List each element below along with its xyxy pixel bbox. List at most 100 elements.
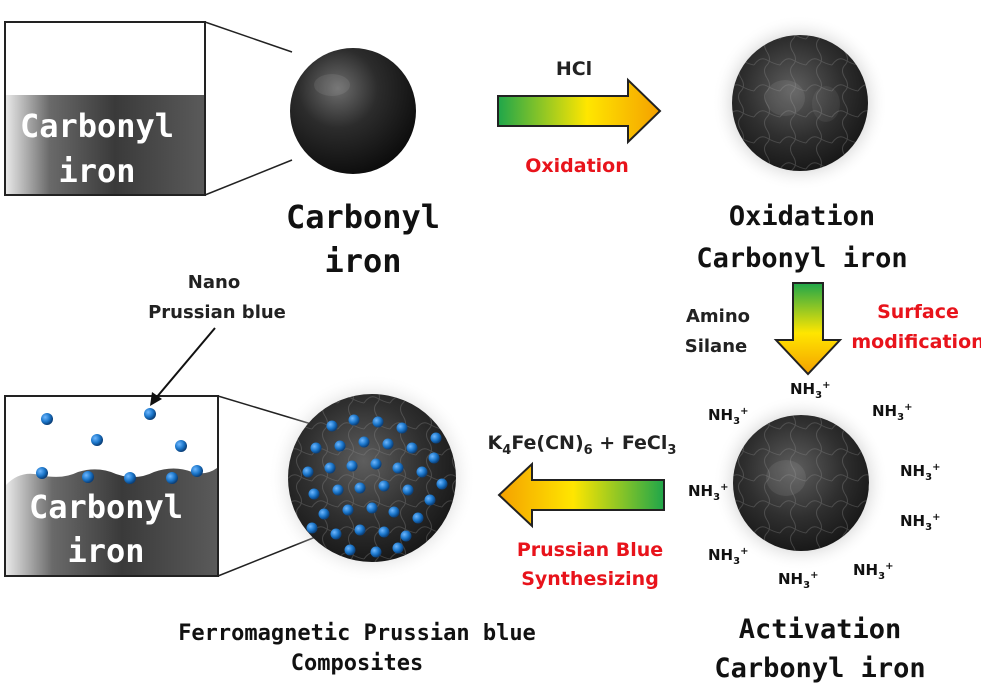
prussian-blue-bead — [166, 472, 178, 484]
step2-reagent-line1: Amino — [686, 306, 750, 327]
prussian-blue-bead — [308, 488, 320, 500]
stage-label-composite-line2: Composites — [291, 651, 423, 676]
amine-label: NH3+ — [900, 462, 940, 483]
reagent-k-sub: 4 — [502, 443, 511, 458]
inset-carbonyl-iron: Carbonyl iron — [4, 21, 293, 196]
prussian-blue-bead — [424, 494, 436, 506]
prussian-blue-bead — [358, 436, 370, 448]
reagent-k: K — [488, 432, 504, 454]
prussian-blue-bead — [306, 522, 318, 534]
stage-label-carbonyl-line1: Carbonyl — [286, 198, 440, 236]
prussian-blue-bead — [191, 465, 203, 477]
prussian-blue-bead — [402, 484, 414, 496]
amine-label: NH3+ — [708, 546, 748, 567]
reagent-cn-sub: 6 — [584, 443, 593, 458]
prussian-blue-bead — [318, 508, 330, 520]
prussian-blue-bead — [416, 466, 428, 478]
prussian-blue-bead — [332, 484, 344, 496]
prussian-blue-bead — [36, 467, 48, 479]
stage-label-carbonyl-line2: iron — [324, 242, 401, 280]
prussian-blue-bead — [346, 460, 358, 472]
prussian-blue-bead — [354, 482, 366, 494]
step2-process-line2: modification — [851, 331, 981, 353]
stage-label-activation-line1: Activation — [739, 614, 902, 645]
amine-label: NH3+ — [872, 402, 912, 423]
prussian-blue-bead — [392, 462, 404, 474]
reagent-plus: + FeCl — [593, 432, 668, 454]
prussian-blue-bead — [344, 544, 356, 556]
composite-particle — [268, 374, 476, 582]
amine-label: NH3+ — [708, 406, 748, 427]
nano-label-line2: Prussian blue — [148, 302, 286, 323]
prussian-blue-bead — [428, 452, 440, 464]
prussian-blue-bead — [378, 480, 390, 492]
amine-groups: NH3+ NH3+ NH3+ NH3+ NH3+ NH3+ NH3+ NH3+ NH3+ — [688, 380, 940, 591]
composite-beads — [302, 414, 448, 558]
prussian-blue-bead — [412, 512, 424, 524]
stage-label-activation-line2: Carbonyl iron — [714, 653, 925, 684]
step2-process-line1: Surface — [877, 301, 959, 323]
prussian-blue-bead — [378, 526, 390, 538]
inset-bottom-label-line2: iron — [67, 532, 144, 570]
prussian-blue-bead — [310, 442, 322, 454]
inset-label-line1: Carbonyl — [20, 107, 174, 145]
inset-composite-surface: Carbonyl iron — [4, 395, 319, 577]
stage-label-oxidation-line1: Oxidation — [729, 201, 875, 232]
prussian-blue-bead — [388, 506, 400, 518]
inset-bottom-label-line1: Carbonyl — [29, 488, 183, 526]
amine-label: NH3+ — [688, 482, 728, 503]
prussian-blue-bead — [41, 413, 53, 425]
left-arrow-icon — [497, 461, 665, 529]
prussian-blue-bead — [354, 524, 366, 536]
prussian-blue-bead — [144, 408, 156, 420]
prussian-blue-bead — [370, 458, 382, 470]
prussian-blue-bead — [82, 471, 94, 483]
stage-label-composite-line1: Ferromagnetic Prussian blue — [178, 621, 536, 646]
zoom-line — [204, 21, 293, 53]
step1-reagent: HCl — [556, 58, 592, 80]
prussian-blue-bead — [436, 478, 448, 490]
reagent-fe: Fe(CN) — [511, 432, 583, 454]
down-arrow-icon — [773, 282, 843, 376]
prussian-blue-bead — [370, 546, 382, 558]
prussian-blue-bead — [124, 472, 136, 484]
step3-reagent: K4Fe(CN)6 + FeCl3 — [488, 432, 677, 458]
step3-process-line2: Synthesizing — [521, 568, 659, 590]
inset-label-line2: iron — [58, 152, 135, 190]
amine-label: NH3+ — [778, 570, 818, 591]
callout-arrow-icon — [150, 327, 216, 406]
prussian-blue-bead — [175, 440, 187, 452]
prussian-blue-bead — [342, 504, 354, 516]
inset-beads — [36, 408, 203, 484]
step2-reagent-line2: Silane — [685, 336, 747, 357]
activated-particle — [713, 395, 889, 571]
amine-label: NH3+ — [790, 380, 830, 401]
right-arrow-icon — [497, 77, 662, 145]
prussian-blue-bead — [372, 416, 384, 428]
amine-label: NH3+ — [853, 561, 893, 582]
nano-label-line1: Nano — [188, 272, 240, 293]
amine-label: NH3+ — [900, 512, 940, 533]
zoom-line — [204, 159, 293, 196]
prussian-blue-bead — [406, 442, 418, 454]
prussian-blue-bead — [430, 432, 442, 444]
step1-process: Oxidation — [525, 155, 629, 177]
oxidized-particle — [712, 15, 888, 191]
prussian-blue-bead — [382, 438, 394, 450]
prussian-blue-bead — [400, 530, 412, 542]
stage-label-oxidation-line2: Carbonyl iron — [696, 243, 907, 274]
reagent-cl-sub: 3 — [667, 443, 676, 458]
prussian-blue-bead — [324, 462, 336, 474]
prussian-blue-bead — [302, 466, 314, 478]
prussian-blue-bead — [366, 502, 378, 514]
prussian-blue-bead — [396, 422, 408, 434]
prussian-blue-bead — [334, 440, 346, 452]
prussian-blue-bead — [348, 414, 360, 426]
prussian-blue-bead — [330, 528, 342, 540]
prussian-blue-bead — [326, 420, 338, 432]
step3-process-line1: Prussian Blue — [517, 539, 663, 561]
carbonyl-iron-particle — [290, 48, 416, 174]
prussian-blue-bead — [91, 434, 103, 446]
prussian-blue-bead — [392, 542, 404, 554]
